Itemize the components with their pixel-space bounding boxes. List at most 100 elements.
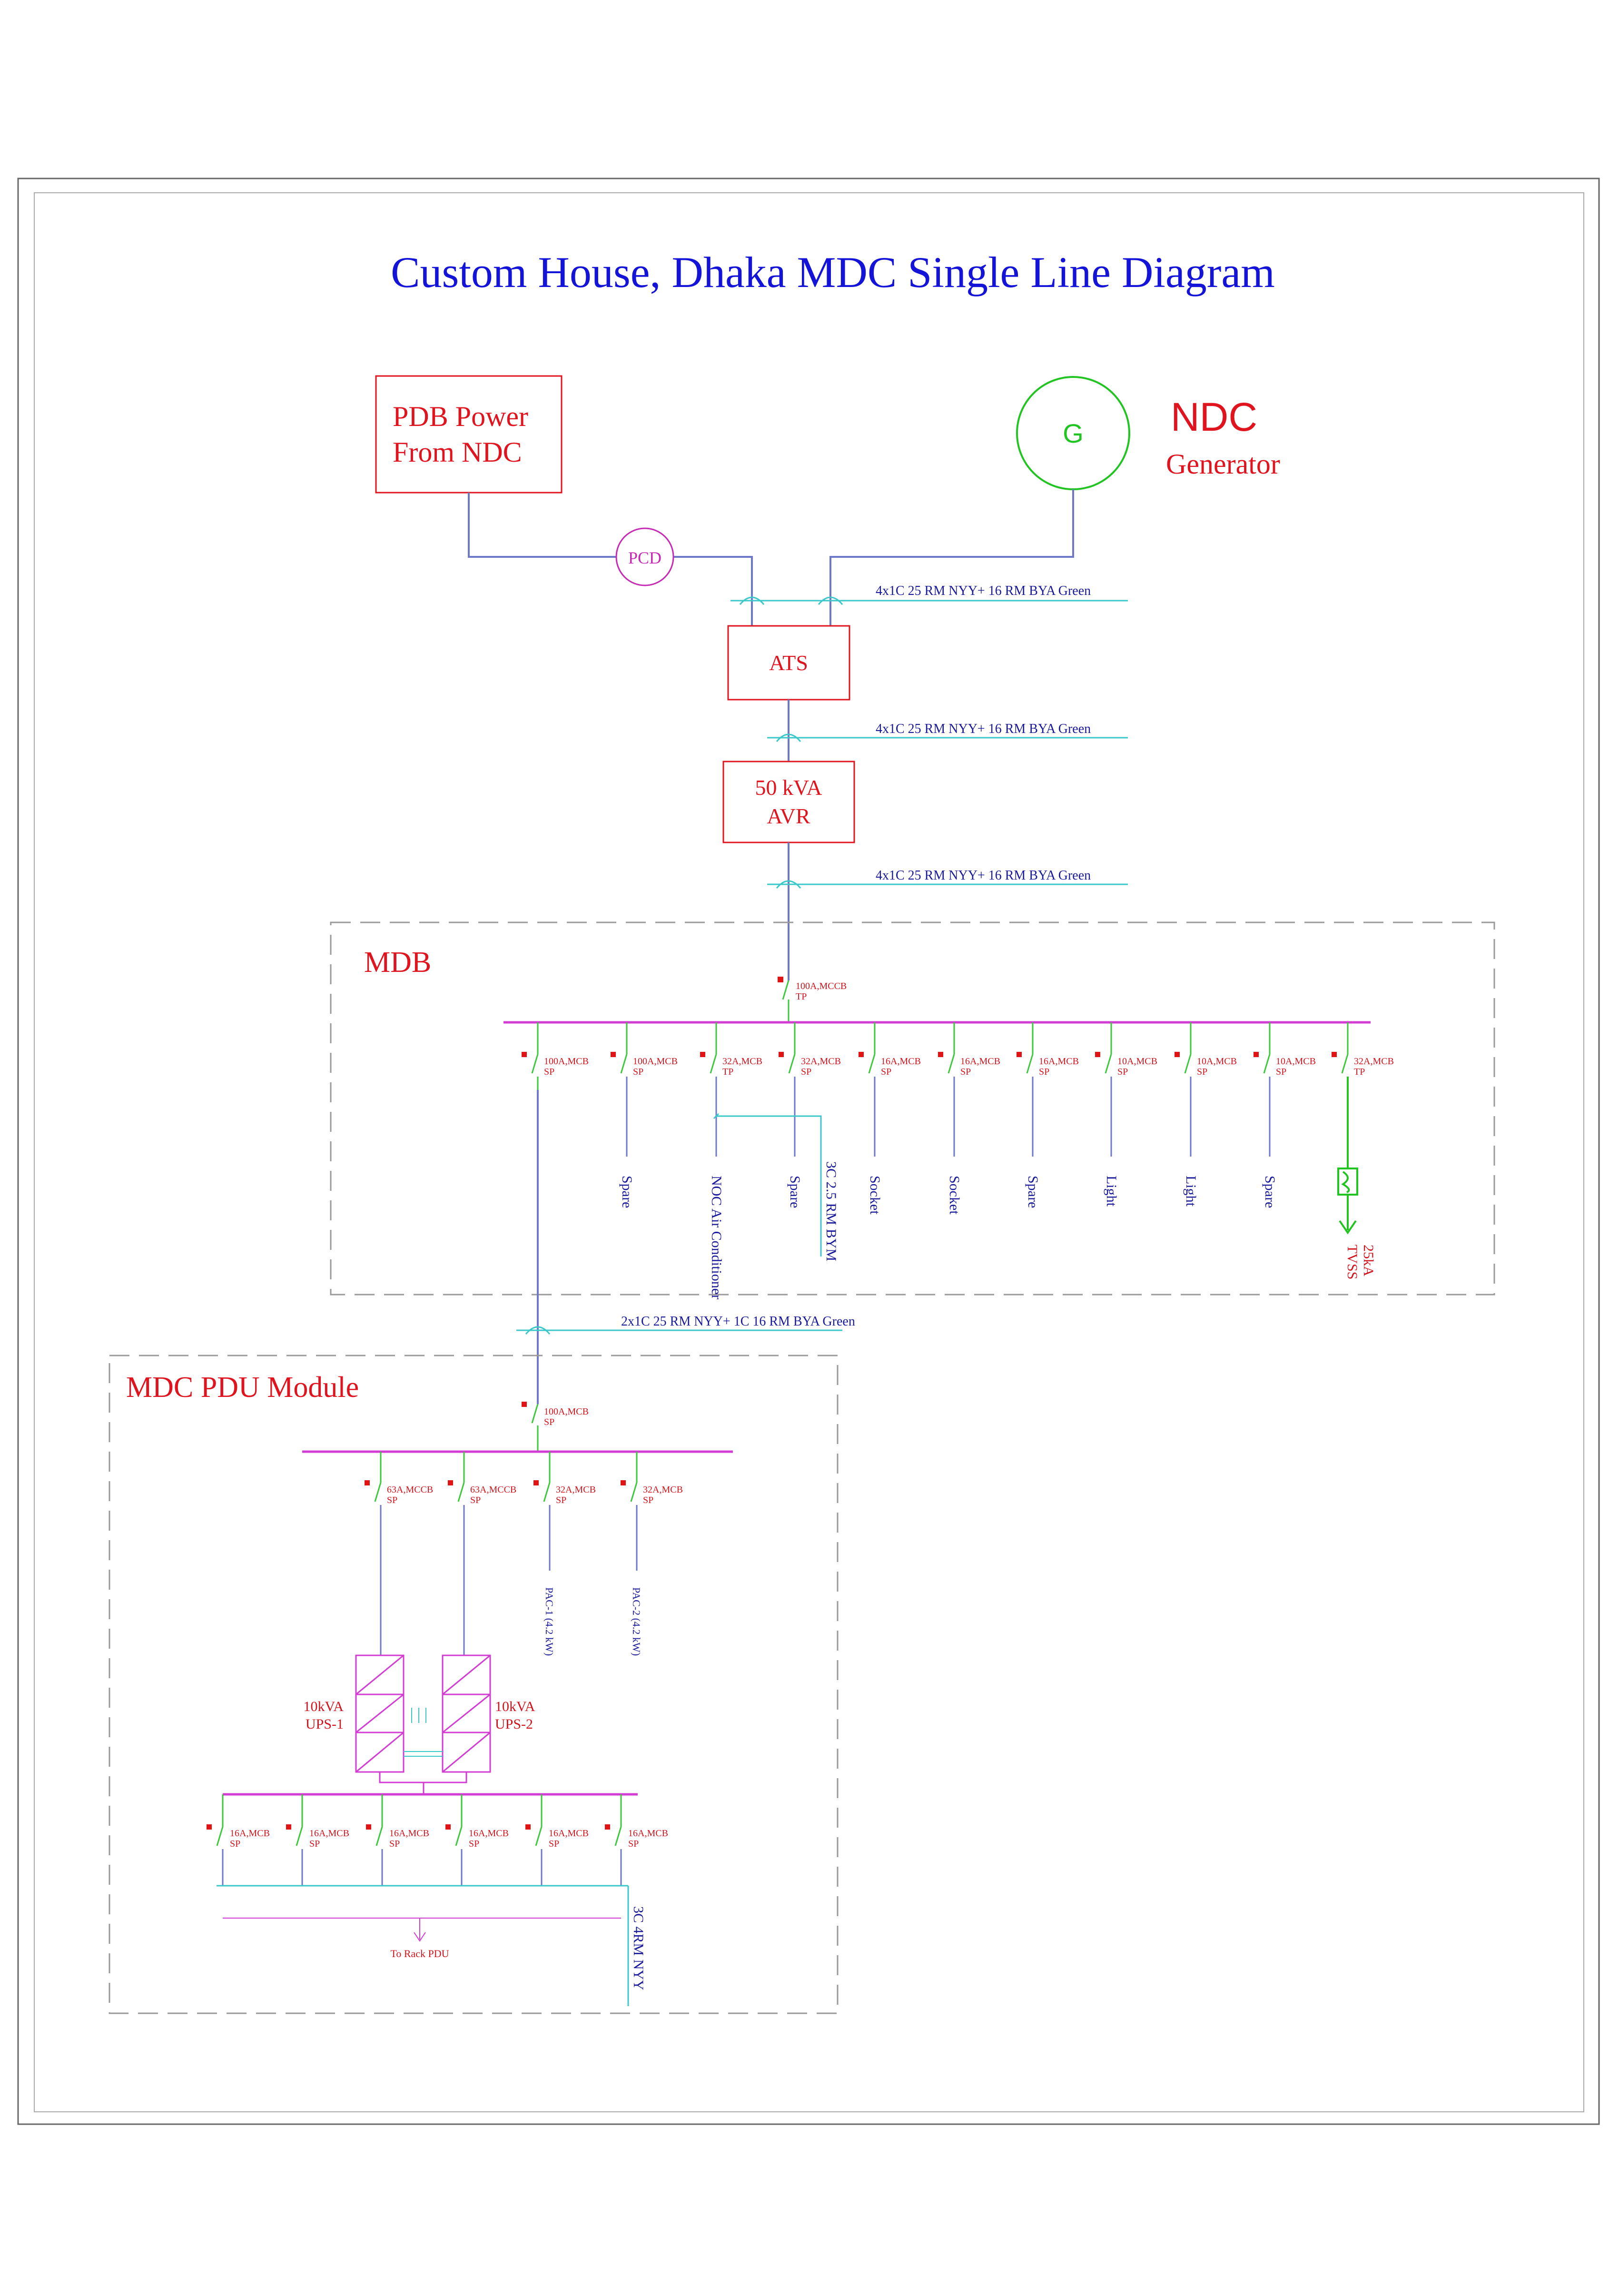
- rack-pdu-label: To Rack PDU: [390, 1948, 449, 1960]
- pdb-label-line1: PDB Power: [393, 401, 528, 432]
- svg-text:NOC Air Conditioner: NOC Air Conditioner: [709, 1176, 724, 1299]
- svg-text:SP: SP: [628, 1839, 639, 1849]
- svg-text:TP: TP: [1354, 1067, 1365, 1077]
- svg-text:SP: SP: [470, 1495, 481, 1505]
- svg-text:Light: Light: [1104, 1176, 1119, 1207]
- pdu-incomer-poles: SP: [544, 1417, 554, 1427]
- svg-text:32A,MCB: 32A,MCB: [1354, 1056, 1394, 1067]
- pdu-feeder-4: 32A,MCB SP PAC-2 (4.2 kW): [621, 1452, 683, 1656]
- mdb-feeder-1: 100A,MCB SP: [522, 1022, 589, 1090]
- mdb-feeder-3: 32A,MCB TP NOC Air Conditioner: [700, 1022, 762, 1299]
- mdb-feeder-4: 32A,MCB SP Spare: [779, 1022, 841, 1208]
- svg-text:Spare: Spare: [1025, 1176, 1041, 1208]
- pcd-label: PCD: [628, 548, 661, 567]
- mdb-incomer-breaker: [778, 977, 790, 1022]
- svg-text:SP: SP: [643, 1495, 653, 1505]
- svg-text:32A,MCB: 32A,MCB: [722, 1056, 762, 1067]
- pdu-module-label: MDC PDU Module: [126, 1371, 359, 1404]
- svg-text:SP: SP: [1039, 1067, 1049, 1077]
- mdb-incomer-poles: TP: [796, 991, 807, 1002]
- svg-text:SP: SP: [801, 1067, 811, 1077]
- mdb-feeder-2: 100A,MCB SP Spare: [611, 1022, 678, 1208]
- svg-text:SP: SP: [469, 1839, 479, 1849]
- ups-out-feeder-3: 16A,MCB SP: [366, 1794, 429, 1886]
- tvss-symbol: [1337, 1168, 1358, 1235]
- ups-out-feeder-1: 16A,MCB SP: [207, 1794, 270, 1886]
- rack-pdu-arrow-icon: [414, 1918, 426, 1942]
- mdb-feeder-10: 10A,MCB SP Spare: [1254, 1022, 1316, 1208]
- svg-text:SP: SP: [633, 1067, 643, 1077]
- generator-name-label: Generator: [1166, 448, 1280, 480]
- diagram-title: Custom House, Dhaka MDC Single Line Diag…: [391, 248, 1275, 297]
- pdu-feeder-3: 32A,MCB SP PAC-1 (4.2 kW): [533, 1452, 596, 1656]
- svg-text:SP: SP: [881, 1067, 891, 1077]
- svg-text:16A,MCB: 16A,MCB: [309, 1828, 349, 1839]
- mdb-feeder-5: 16A,MCB SP Socket: [859, 1022, 921, 1215]
- svg-text:SP: SP: [1197, 1067, 1207, 1077]
- ups-bypass-link: [404, 1708, 443, 1757]
- cable-marker-3: [767, 880, 1128, 889]
- avr-label-line1: 50 kVA: [755, 775, 822, 800]
- svg-text:100A,MCB: 100A,MCB: [544, 1056, 589, 1067]
- ups-2-rating: 10kVA: [495, 1699, 535, 1714]
- svg-text:100A,MCB: 100A,MCB: [633, 1056, 678, 1067]
- svg-text:63A,MCCB: 63A,MCCB: [470, 1484, 516, 1495]
- pcd-symbol: [615, 527, 674, 586]
- svg-text:16A,MCB: 16A,MCB: [230, 1828, 270, 1839]
- svg-text:PAC-1 (4.2 kW): PAC-1 (4.2 kW): [543, 1587, 555, 1656]
- cable-marker-2: [767, 733, 1128, 742]
- ups-2-symbol: [442, 1654, 491, 1773]
- ups-1-label: UPS-1: [306, 1716, 344, 1732]
- cable-label-1: 4x1C 25 RM NYY+ 16 RM BYA Green: [876, 584, 1091, 598]
- svg-text:SP: SP: [387, 1495, 397, 1505]
- outer-border: [17, 178, 1600, 2125]
- pdu-incomer-breaker: [522, 1402, 539, 1452]
- svg-text:10A,MCB: 10A,MCB: [1276, 1056, 1316, 1067]
- mdb-panel: [330, 921, 1495, 1296]
- pdb-source-box: [375, 375, 563, 494]
- ats-label: ATS: [769, 651, 808, 675]
- ac-cable-route: [713, 1113, 822, 1257]
- ups-out-feeder-2: 16A,MCB SP: [286, 1794, 349, 1886]
- svg-text:16A,MCB: 16A,MCB: [881, 1056, 921, 1067]
- svg-text:PAC-2 (4.2 kW): PAC-2 (4.2 kW): [631, 1587, 642, 1656]
- svg-text:SP: SP: [1276, 1067, 1286, 1077]
- ups-1-rating: 10kVA: [304, 1699, 344, 1714]
- svg-text:SP: SP: [309, 1839, 320, 1849]
- mdb-feeder-8: 10A,MCB SP Light: [1095, 1022, 1157, 1207]
- svg-text:SP: SP: [544, 1067, 554, 1077]
- pdu-incomer-rating: 100A,MCB: [544, 1406, 589, 1417]
- svg-text:32A,MCB: 32A,MCB: [801, 1056, 841, 1067]
- svg-text:SP: SP: [556, 1495, 566, 1505]
- inner-border: [34, 192, 1584, 2112]
- svg-text:Socket: Socket: [867, 1176, 883, 1215]
- svg-text:Spare: Spare: [1262, 1176, 1278, 1208]
- svg-text:SP: SP: [960, 1067, 971, 1077]
- svg-text:Light: Light: [1183, 1176, 1199, 1207]
- svg-text:10A,MCB: 10A,MCB: [1197, 1056, 1237, 1067]
- svg-text:16A,MCB: 16A,MCB: [469, 1828, 509, 1839]
- avr-label-line2: AVR: [767, 804, 810, 828]
- ups-out-feeder-4: 16A,MCB SP: [445, 1794, 509, 1886]
- svg-text:SP: SP: [549, 1839, 559, 1849]
- mdb-feeder-6: 16A,MCB SP Socket: [938, 1022, 1000, 1215]
- feeder-cable-marker: [516, 1326, 842, 1335]
- pdb-label-line2: From NDC: [393, 436, 522, 468]
- cable-label-2: 4x1C 25 RM NYY+ 16 RM BYA Green: [876, 722, 1091, 736]
- svg-text:Spare: Spare: [787, 1176, 803, 1208]
- svg-text:16A,MCB: 16A,MCB: [389, 1828, 429, 1839]
- mdb-feeder-9: 10A,MCB SP Light: [1175, 1022, 1237, 1207]
- svg-text:Socket: Socket: [947, 1176, 962, 1215]
- ups-out-feeder-5: 16A,MCB SP: [525, 1794, 589, 1886]
- feeder-cable-label: 2x1C 25 RM NYY+ 1C 16 RM BYA Green: [621, 1314, 855, 1329]
- source-feeders: [468, 489, 1074, 626]
- tvss-label: TVSS: [1344, 1245, 1360, 1279]
- cable-label-3: 4x1C 25 RM NYY+ 16 RM BYA Green: [876, 868, 1091, 883]
- svg-text:63A,MCCB: 63A,MCCB: [387, 1484, 433, 1495]
- svg-text:Spare: Spare: [619, 1176, 635, 1208]
- ac-cable-label: 3C 2.5 RM BYM: [823, 1161, 839, 1261]
- svg-text:16A,MCB: 16A,MCB: [628, 1828, 668, 1839]
- ups-output-link: [379, 1772, 467, 1794]
- cable-marker-1: [731, 596, 1128, 605]
